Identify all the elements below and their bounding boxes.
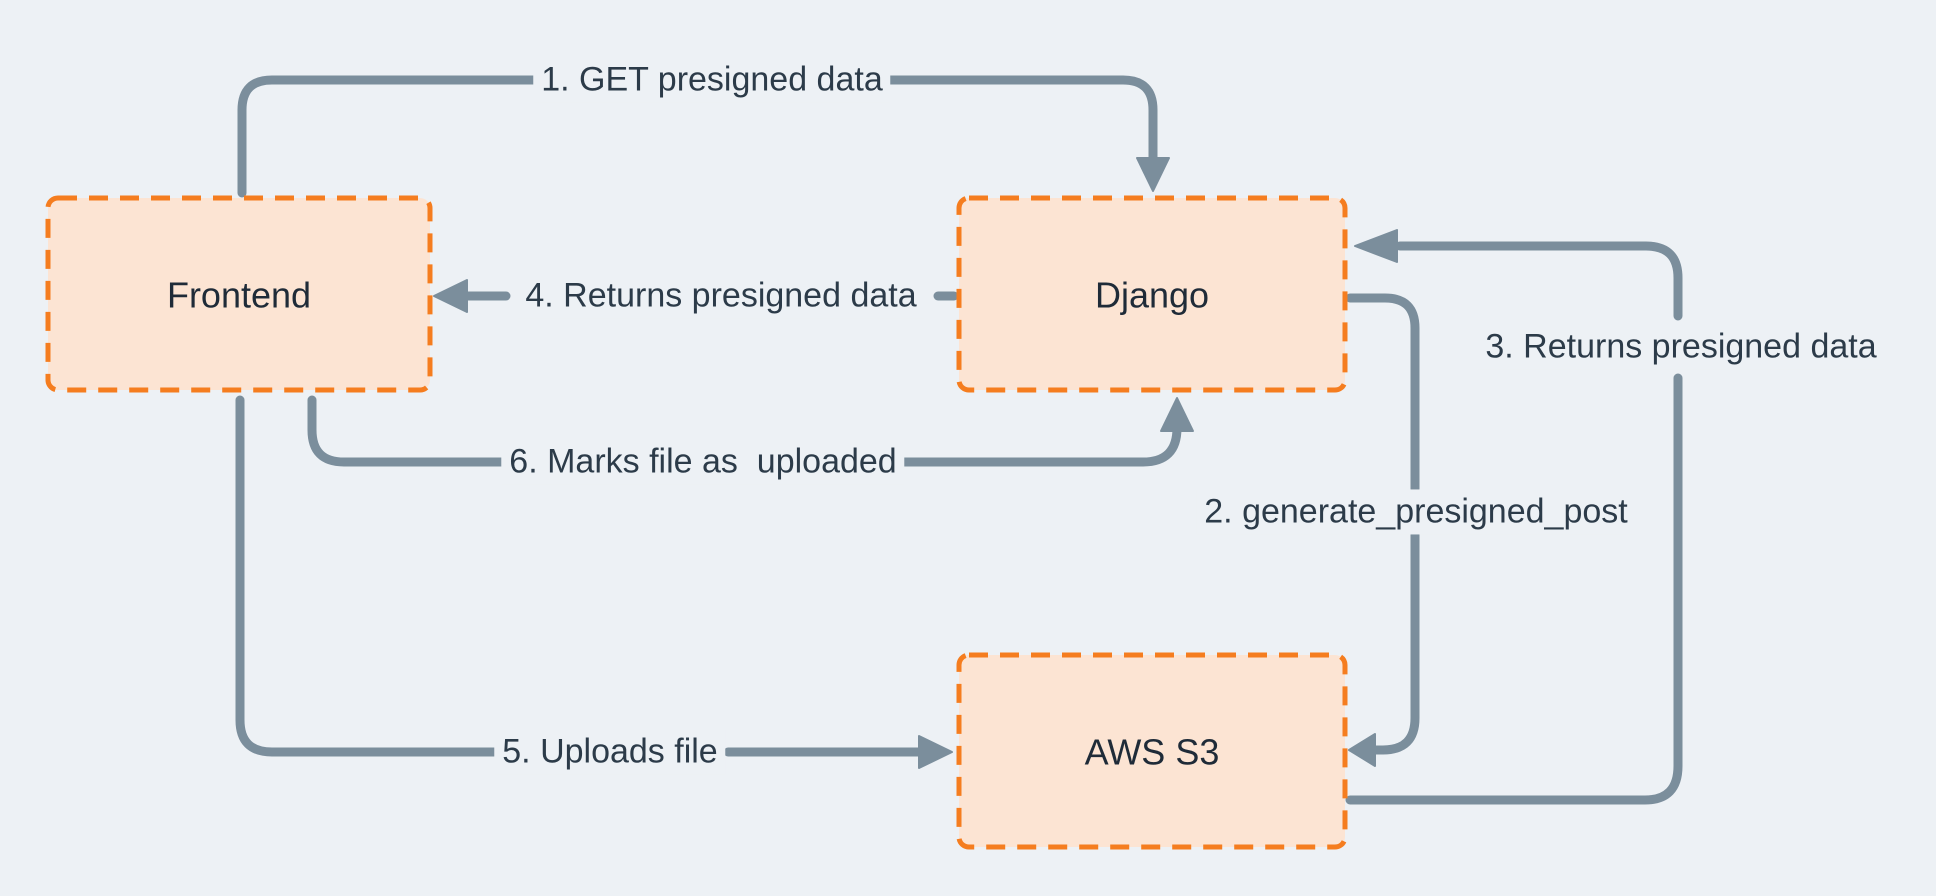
edge-2-generate-presigned-post [1345,293,1420,767]
edge-1-label: 1. GET presigned data [533,57,891,103]
edge-4-label: 4. Returns presigned data [517,273,925,319]
edge-3-returns-presigned-data [1345,229,1683,805]
node-aws-s3-box [956,652,1348,850]
edge-5-arrowhead [918,735,953,769]
edge-1-get-presigned-data [237,75,1170,198]
node-frontend-label: Frontend [166,274,312,316]
edge-6-marks-file-uploaded [307,395,1194,467]
edge-1-arrowhead [1136,157,1170,192]
edge-6-label: 6. Marks file as uploaded [501,439,905,485]
edge-2-arrowhead [1348,733,1376,767]
edge-4-returns-presigned-data [433,279,959,313]
edge-6-line-segment-start [307,395,507,467]
edge-2-line-segment-start [1345,293,1420,494]
node-django-box [956,195,1348,393]
edge-3-line-segment-start [1345,373,1683,805]
edge-5-line-segment-start [235,395,505,757]
edge-1-line-segment-end [881,75,1158,163]
node-django-label: Django [1094,274,1210,316]
edge-2-label: 2. generate_presigned_post [1196,489,1636,535]
edge-3-arrowhead [1354,229,1398,263]
edge-4-arrowhead [433,279,468,313]
node-aws-s3-label: AWS S3 [1084,731,1220,773]
edge-6-line-segment-end [899,423,1182,467]
edge-5-uploads-file [235,395,953,769]
edge-2-line-segment-end [1371,530,1420,755]
edge-6-arrowhead [1160,397,1194,432]
node-frontend-box [45,195,433,393]
edge-3-label: 3. Returns presigned data [1477,324,1885,370]
edge-1-line-segment-start [237,75,543,198]
edge-5-label: 5. Uploads file [494,729,726,775]
edge-3-line-segment-end [1395,241,1683,321]
